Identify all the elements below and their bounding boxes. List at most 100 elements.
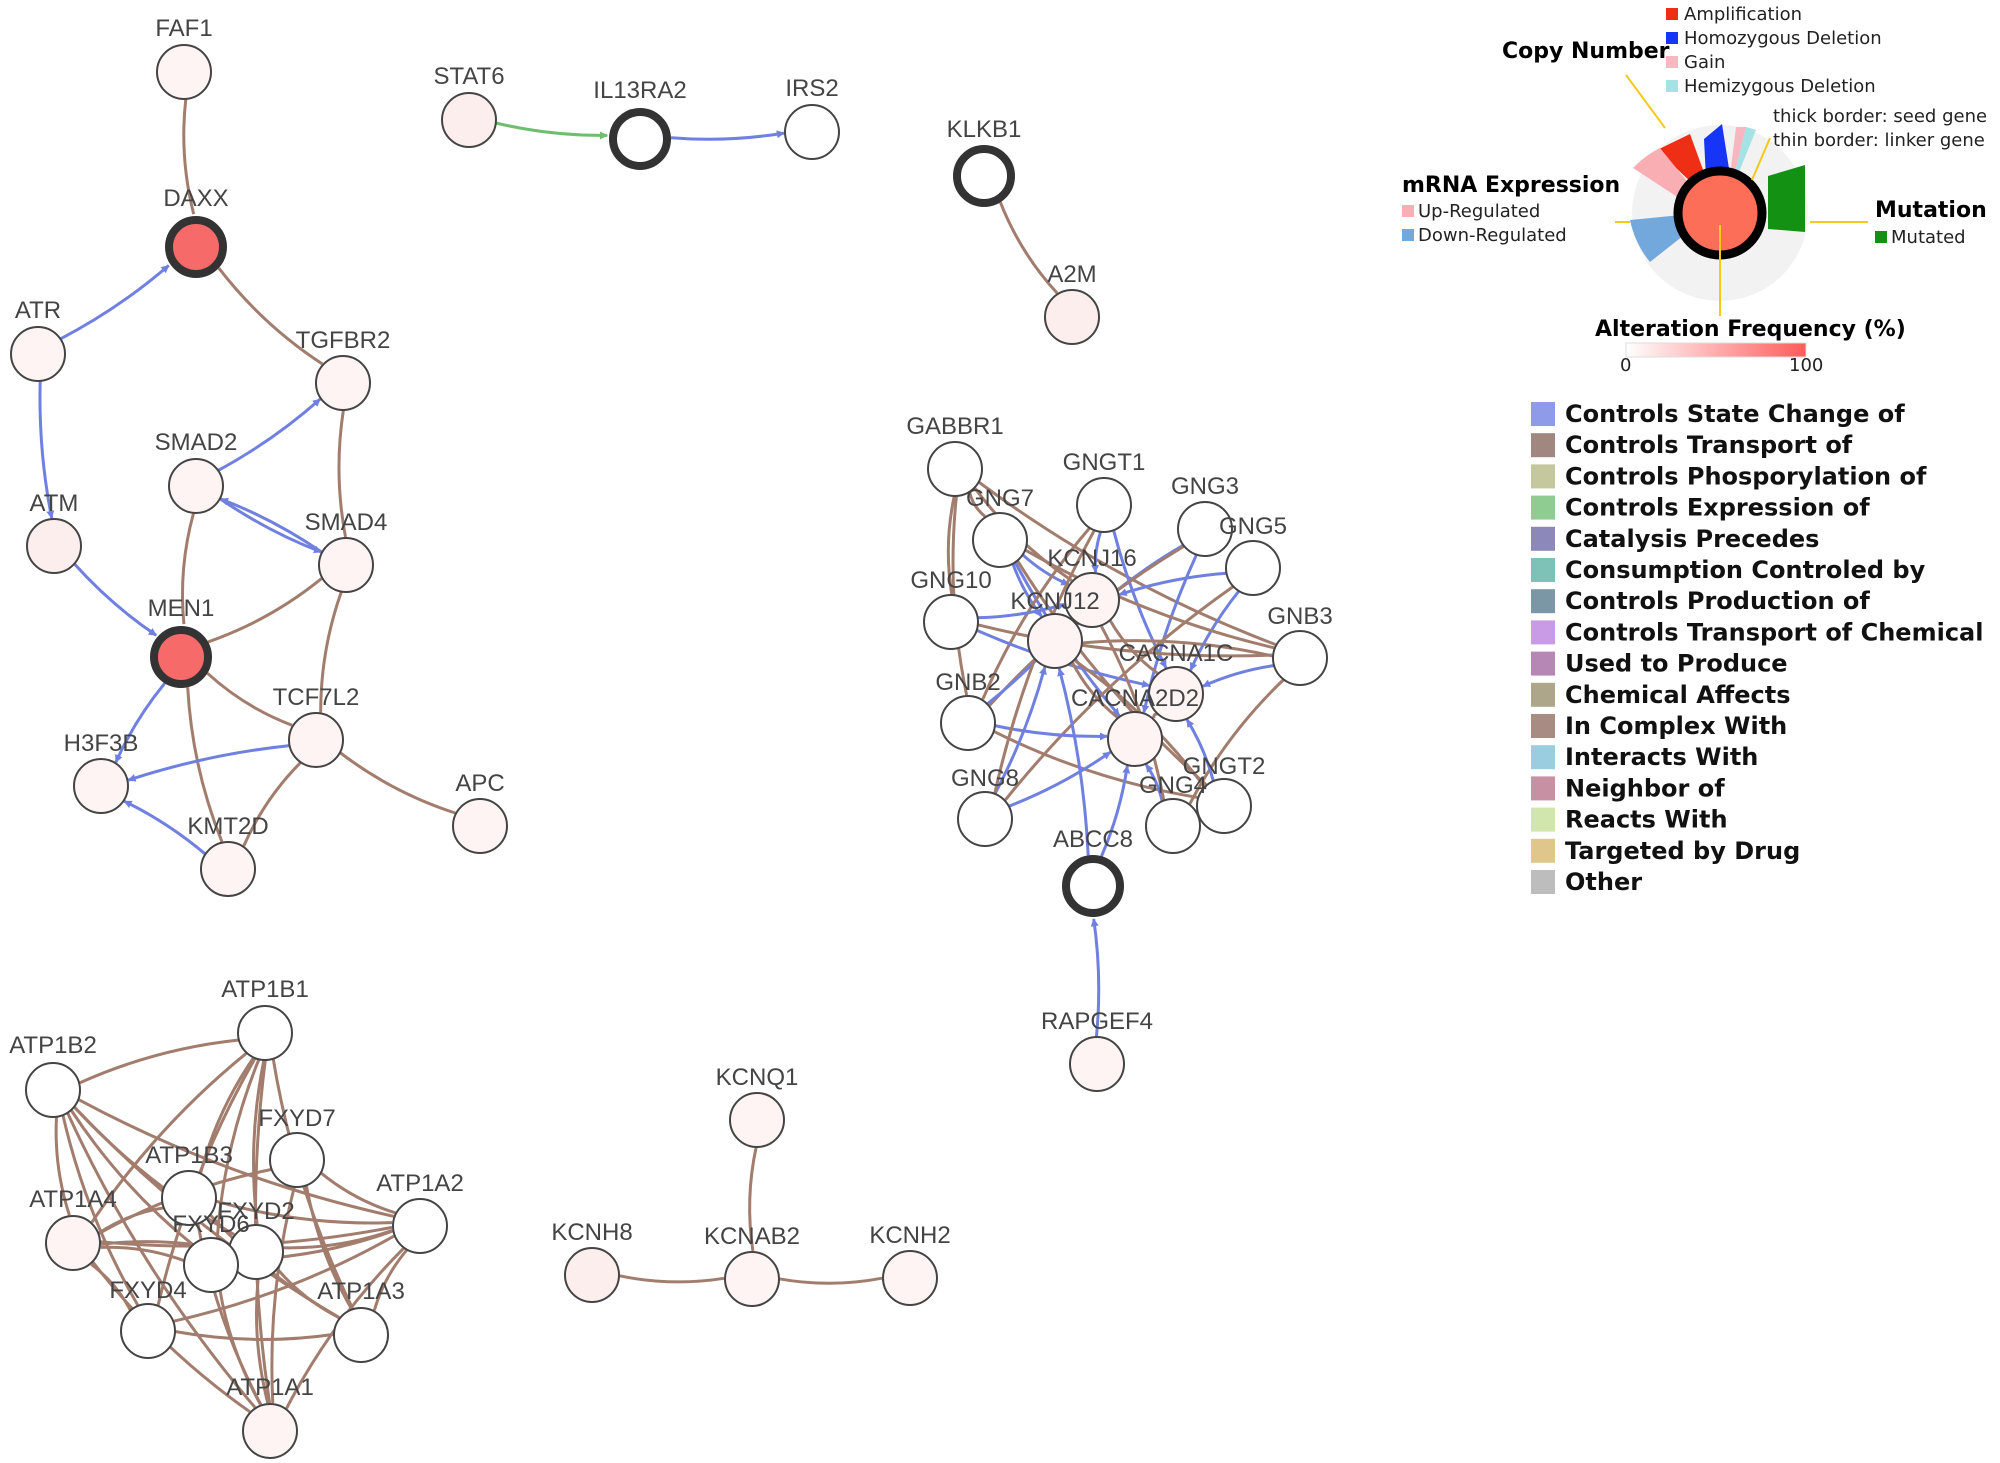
node-circle[interactable] [1272,630,1328,686]
node-circle[interactable] [1225,540,1281,596]
node-circle[interactable] [1177,501,1233,557]
node-atm[interactable]: ATM [26,490,82,574]
node-circle[interactable] [26,518,82,574]
edge-atp1b2-atp1a1 [66,1112,257,1409]
node-gnb2[interactable]: GNB2 [935,669,1001,751]
node-circle[interactable] [1044,289,1100,345]
node-circle[interactable] [73,758,129,814]
node-label: MEN1 [148,595,215,622]
node-apc[interactable]: APC [452,770,508,854]
node-circle[interactable] [237,1005,293,1061]
node-kcnq1[interactable]: KCNQ1 [716,1064,799,1148]
node-circle[interactable] [972,512,1028,568]
node-stat6[interactable]: STAT6 [433,63,505,148]
node-daxx[interactable]: DAXX [163,185,229,278]
node-circle[interactable] [1148,666,1204,722]
node-circle[interactable] [784,104,840,160]
node-fxyd7[interactable]: FXYD7 [258,1105,336,1188]
node-circle[interactable] [729,1092,785,1148]
node-circle[interactable] [150,626,212,688]
node-klkb1[interactable]: KLKB1 [947,116,1022,207]
node-circle[interactable] [1107,711,1163,767]
node-gng3[interactable]: GNG3 [1171,473,1239,557]
node-smad2[interactable]: SMAD2 [155,429,238,514]
node-circle[interactable] [1064,572,1120,628]
node-tgfbr2[interactable]: TGFBR2 [296,327,391,411]
node-atr[interactable]: ATR [10,297,66,382]
node-rapgef4[interactable]: RAPGEF4 [1041,1008,1153,1092]
node-kcnab2[interactable]: KCNAB2 [704,1223,800,1307]
node-circle[interactable] [1062,855,1124,917]
node-cacna1c[interactable]: CACNA1C [1119,640,1234,722]
node-fxyd4[interactable]: FXYD4 [109,1277,187,1359]
node-atp1a3[interactable]: ATP1A3 [317,1278,405,1363]
node-cacna2d2[interactable]: CACNA2D2 [1071,685,1199,767]
node-gngt1[interactable]: GNGT1 [1063,449,1146,533]
node-atp1b1[interactable]: ATP1B1 [221,976,309,1061]
node-abcc8[interactable]: ABCC8 [1053,826,1133,917]
node-fxyd6[interactable]: FXYD6 [172,1211,250,1293]
node-kcnj16[interactable]: KCNJ16 [1047,545,1137,628]
node-circle[interactable] [242,1403,298,1459]
node-circle[interactable] [724,1251,780,1307]
node-faf1[interactable]: FAF1 [155,15,213,100]
node-kcnj12[interactable]: KCNJ12 [1010,588,1100,669]
node-h3f3b[interactable]: H3F3B [64,730,139,814]
node-circle[interactable] [882,1250,938,1306]
node-circle[interactable] [452,798,508,854]
node-circle[interactable] [609,108,671,170]
node-circle[interactable] [168,458,224,514]
node-smad4[interactable]: SMAD4 [305,509,388,593]
node-gng10[interactable]: GNG10 [910,567,992,650]
node-circle[interactable] [564,1247,620,1303]
node-atp1b3[interactable]: ATP1B3 [145,1142,233,1226]
node-circle[interactable] [161,1170,217,1226]
node-circle[interactable] [333,1307,389,1363]
node-circle[interactable] [957,791,1013,847]
node-a2m[interactable]: A2M [1044,261,1100,345]
node-circle[interactable] [1145,798,1201,854]
node-circle[interactable] [441,92,497,148]
node-circle[interactable] [953,145,1015,207]
node-circle[interactable] [392,1198,448,1254]
node-circle[interactable] [25,1062,81,1118]
node-circle[interactable] [200,841,256,897]
node-circle[interactable] [1069,1036,1125,1092]
node-circle[interactable] [120,1303,176,1359]
node-fxyd2[interactable]: FXYD2 [217,1198,295,1280]
node-circle[interactable] [183,1237,239,1293]
node-irs2[interactable]: IRS2 [784,75,840,160]
node-circle[interactable] [45,1215,101,1271]
gain-swatch [1666,56,1678,68]
node-circle[interactable] [940,695,996,751]
node-circle[interactable] [10,326,66,382]
node-kcnh2[interactable]: KCNH2 [869,1222,951,1306]
node-circle[interactable] [315,355,371,411]
node-circle[interactable] [156,44,212,100]
node-gnb3[interactable]: GNB3 [1267,603,1333,686]
node-atp1a1[interactable]: ATP1A1 [226,1374,314,1459]
node-circle[interactable] [269,1132,325,1188]
node-kcnh8[interactable]: KCNH8 [551,1219,633,1303]
node-atp1a2[interactable]: ATP1A2 [376,1170,464,1254]
node-circle[interactable] [927,441,983,497]
node-gabbr1[interactable]: GABBR1 [906,413,1004,497]
node-kmt2d[interactable]: KMT2D [187,813,269,897]
node-atp1a4[interactable]: ATP1A4 [29,1186,117,1271]
node-gng4[interactable]: GNG4 [1139,772,1207,854]
node-gng5[interactable]: GNG5 [1219,513,1287,596]
node-atp1b2[interactable]: ATP1B2 [9,1032,97,1118]
node-circle[interactable] [288,712,344,768]
node-circle[interactable] [165,216,227,278]
node-il13ra2[interactable]: IL13RA2 [593,77,687,170]
node-circle[interactable] [923,594,979,650]
node-gngt2[interactable]: GNGT2 [1183,753,1266,834]
node-tcf7l2[interactable]: TCF7L2 [273,684,360,768]
node-circle[interactable] [318,537,374,593]
node-gng7[interactable]: GNG7 [966,485,1034,568]
node-gng8[interactable]: GNG8 [951,765,1019,847]
node-men1[interactable]: MEN1 [148,595,215,688]
node-circle[interactable] [1027,613,1083,669]
node-circle[interactable] [1196,778,1252,834]
node-circle[interactable] [1076,477,1132,533]
